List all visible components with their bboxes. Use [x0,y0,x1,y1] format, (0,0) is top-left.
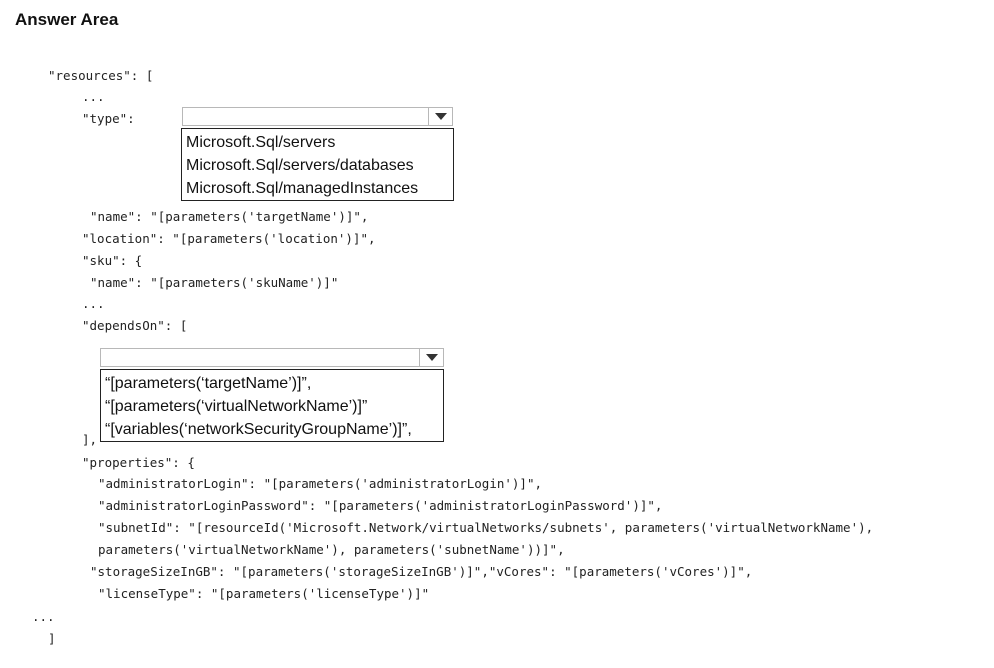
type-dropdown[interactable] [182,107,453,126]
code-ellipsis-3: ... [32,609,55,624]
code-type-label: "type": [82,111,135,126]
code-name-line: "name": "[parameters('targetName')]", [90,209,369,224]
chevron-down-icon[interactable] [428,108,452,125]
code-admin-login-line: "administratorLogin": "[parameters('admi… [98,476,543,491]
code-resources-close: ] [48,631,56,646]
chevron-down-icon[interactable] [419,349,443,366]
code-sku-open: "sku": { [82,253,143,268]
code-depends-on-open: "dependsOn": [ [82,318,188,333]
code-storage-line: "storageSizeInGB": "[parameters('storage… [90,564,753,579]
code-location-line: "location": "[parameters('location')]", [82,231,376,246]
depends-on-option[interactable]: “[variables(‘networkSecurityGroupName’)]… [105,421,412,438]
code-license-line: "licenseType": "[parameters('licenseType… [98,586,430,601]
code-sku-name-line: "name": "[parameters('skuName')]" [90,275,339,290]
answer-area-title: Answer Area [15,10,119,29]
depends-on-option[interactable]: “[parameters(‘targetName’)]”, [105,375,312,392]
type-option[interactable]: Microsoft.Sql/servers/databases [186,157,414,174]
type-option[interactable]: Microsoft.Sql/managedInstances [186,180,419,197]
code-subnet-line-1: "subnetId": "[resourceId('Microsoft.Netw… [98,520,874,535]
code-resources-open: "resources": [ [48,68,154,83]
code-properties-open: "properties": { [82,455,195,470]
code-admin-password-line: "administratorLoginPassword": "[paramete… [98,498,663,513]
depends-on-option[interactable]: “[parameters(‘virtualNetworkName’)]” [105,398,368,415]
type-option[interactable]: Microsoft.Sql/servers [186,134,336,151]
code-ellipsis-1: ... [82,89,105,104]
code-depends-on-close: ], [82,432,98,447]
type-dropdown-options: Microsoft.Sql/servers Microsoft.Sql/serv… [181,128,454,201]
depends-on-dropdown[interactable] [100,348,444,367]
depends-on-dropdown-options: “[parameters(‘targetName’)]”, “[paramete… [100,369,444,442]
code-subnet-line-2: parameters('virtualNetworkName'), parame… [98,542,565,557]
code-ellipsis-2: ... [82,296,105,311]
